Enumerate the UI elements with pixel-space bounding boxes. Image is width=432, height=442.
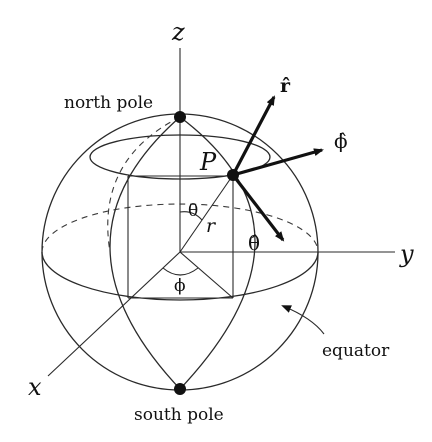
theta-label: θ — [188, 201, 198, 221]
equator-front — [41, 251, 319, 301]
phi-hat-vector — [232, 148, 324, 177]
x-axis-label: x — [28, 373, 42, 401]
theta-hat-label: θ̂ — [248, 231, 260, 255]
south-pole-dot — [174, 383, 186, 395]
theta-hat-vector — [231, 174, 285, 242]
equator-label: equator — [322, 341, 390, 361]
theta-arc — [179, 211, 203, 221]
phi-label: ϕ — [174, 276, 186, 296]
x-axis-line — [47, 251, 181, 377]
p-projection-line — [179, 251, 234, 299]
north-pole-label: north pole — [64, 93, 153, 113]
radius-line — [179, 174, 234, 253]
meridian-front-right — [179, 116, 256, 390]
phi-hat-label: ϕ̂ — [334, 129, 348, 153]
y-axis-label: y — [399, 240, 414, 268]
south-pole-label: south pole — [134, 405, 224, 425]
meridian-back-dashed — [107, 116, 181, 253]
north-pole-dot — [174, 111, 186, 123]
point-p-dot — [227, 169, 239, 181]
r-hat-vector — [231, 95, 276, 176]
equator-pointer — [281, 305, 325, 335]
radius-label: r — [206, 215, 217, 237]
point-p-label: P — [199, 148, 217, 176]
meridian-front-left — [109, 116, 181, 390]
z-axis-label: z — [171, 18, 185, 46]
phi-arc — [162, 267, 199, 276]
r-hat-label: r̂ — [280, 75, 291, 97]
